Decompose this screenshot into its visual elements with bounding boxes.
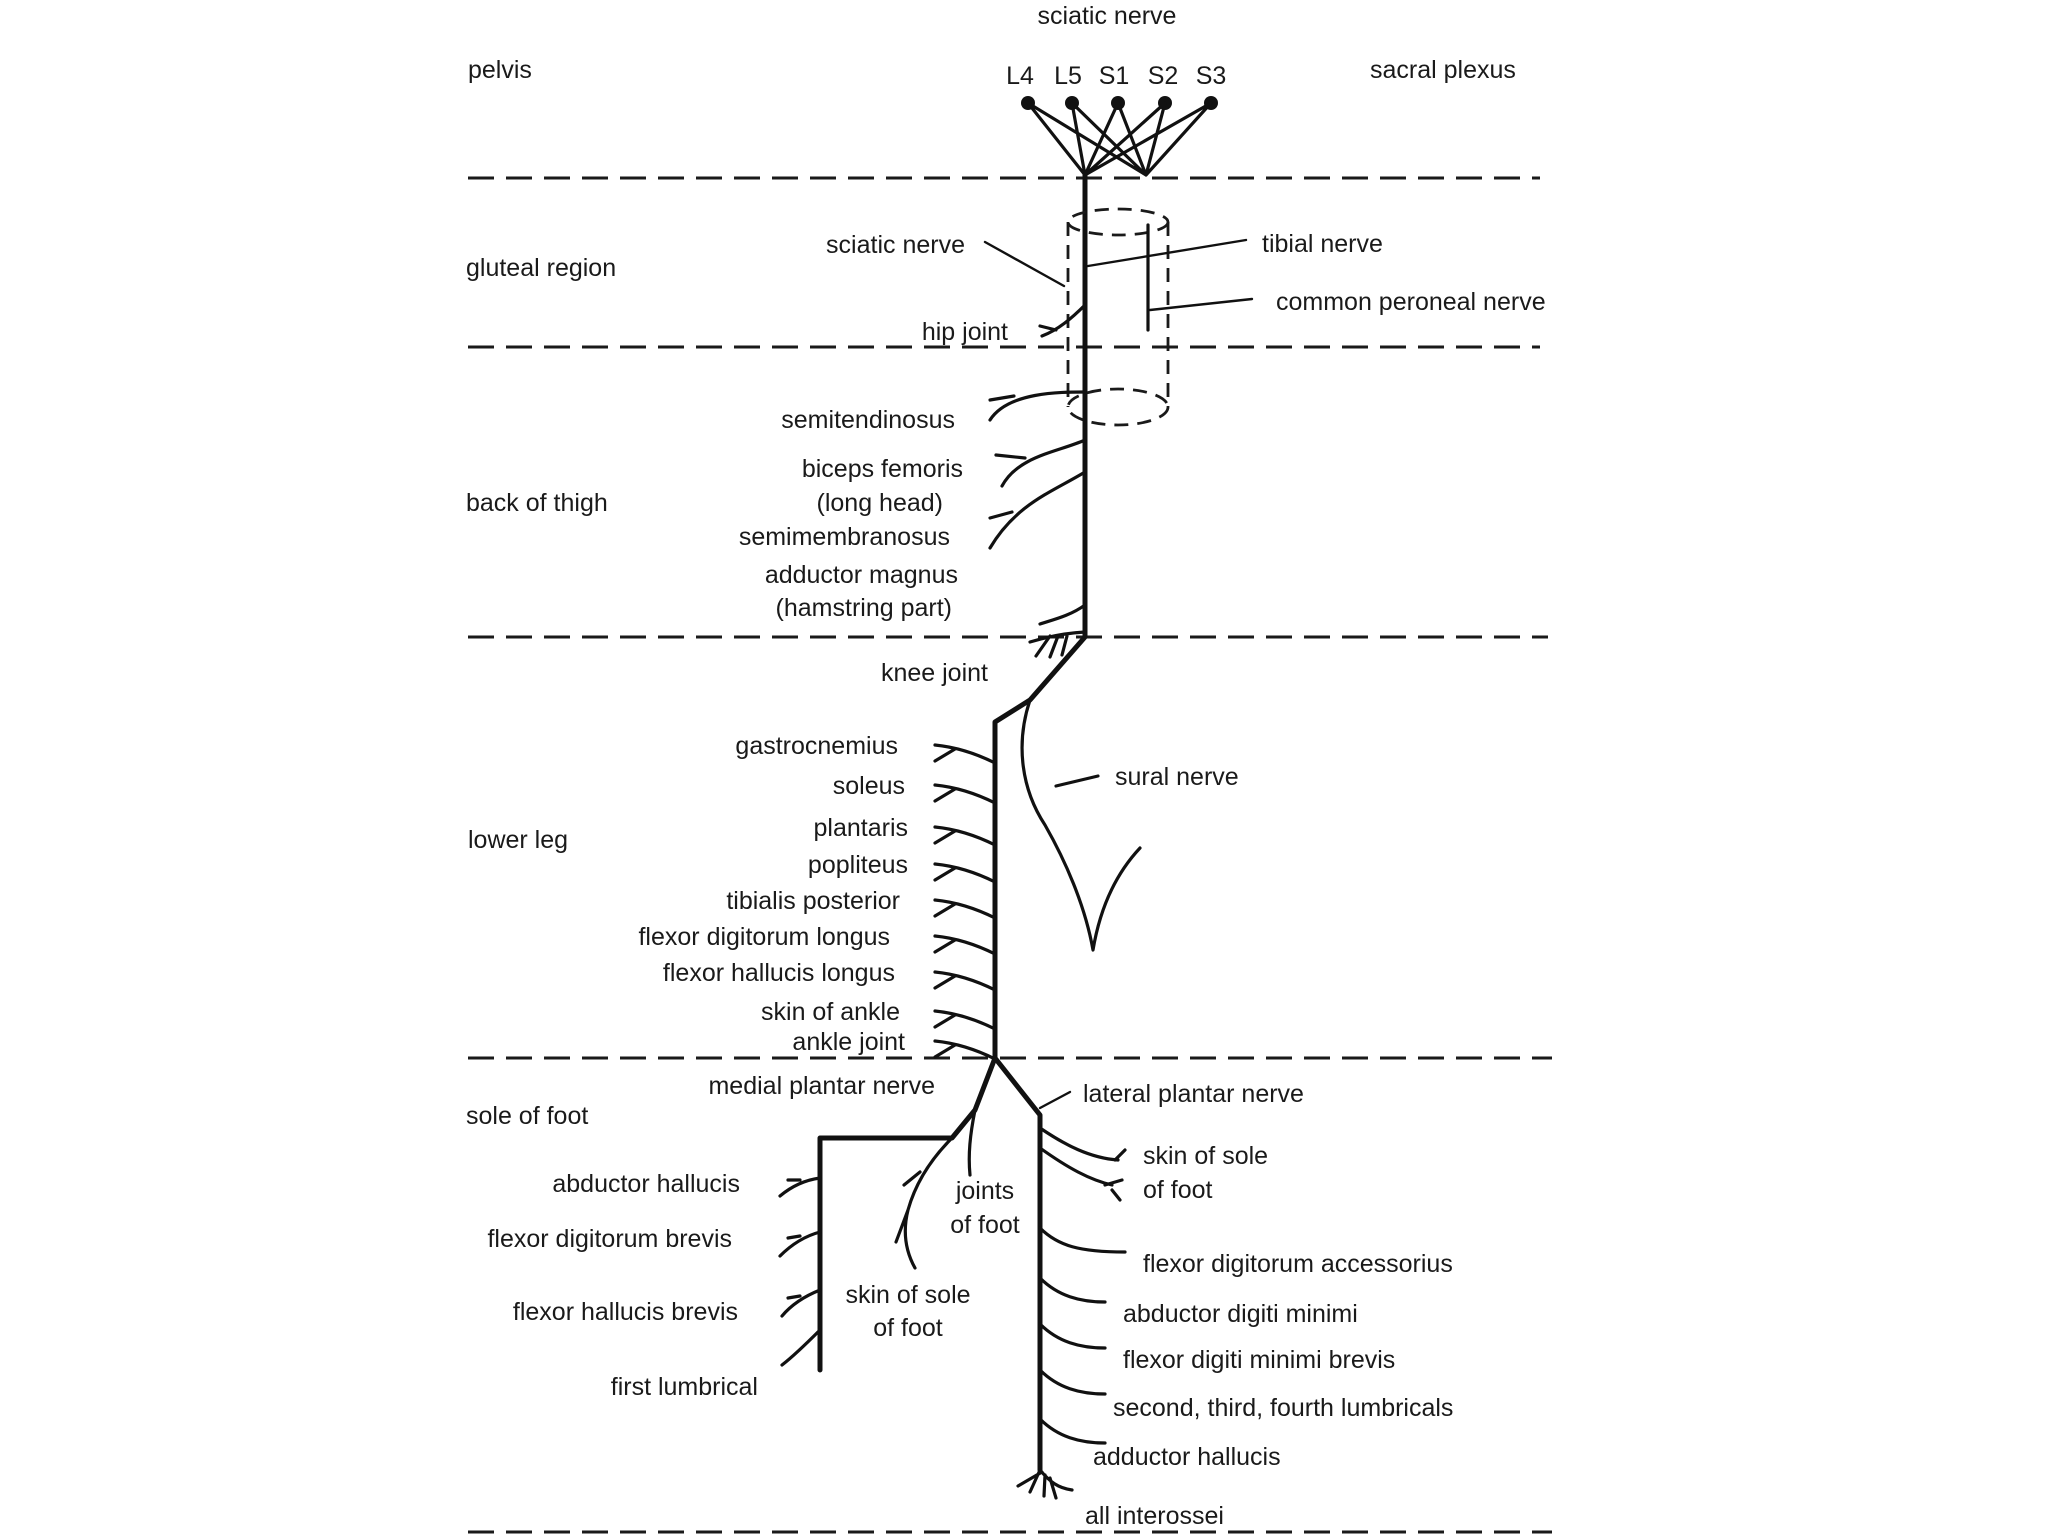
leg-branch-flexor-hallucis-longus — [933, 970, 997, 992]
label-lateral-skin-line1: skin of sole — [1143, 1142, 1268, 1170]
region-label-gluteal: gluteal region — [466, 254, 616, 282]
branch-flexor-digitorum-brevis — [778, 1230, 822, 1258]
label-flexor-digitorum-longus: flexor digitorum longus — [638, 923, 890, 951]
lateral-branch-flexor-digitorum-accessorius — [1038, 1226, 1127, 1254]
label-adductor-hallucis: adductor hallucis — [1093, 1443, 1281, 1471]
region-label-foot: sole of foot — [466, 1102, 588, 1130]
label-tibialis-posterior: tibialis posterior — [726, 887, 900, 915]
branch-flexor-hallucis-brevis — [780, 1288, 822, 1318]
lateral-plantar-trunk — [992, 1055, 1043, 1473]
lateral-plantar-branches — [1038, 1226, 1127, 1445]
label-second-third-fourth-lumbricals: second, third, fourth lumbricals — [1113, 1394, 1453, 1422]
label-flexor-digiti-minimi-brevis: flexor digiti minimi brevis — [1123, 1346, 1395, 1374]
lateral-branch-abductor-digiti-minimi — [1038, 1276, 1107, 1304]
label-skin-of-ankle: skin of ankle — [761, 998, 900, 1026]
plexus-root-lines — [1026, 101, 1213, 177]
leader-peroneal — [1148, 297, 1254, 312]
branch-biceps-femoris — [994, 438, 1087, 488]
branch-all-interossei — [1016, 1468, 1074, 1500]
lateral-plantar-nerve — [992, 1055, 1127, 1473]
label-flexor-hallucis-longus: flexor hallucis longus — [663, 959, 895, 987]
branch-first-lumbrical — [780, 1328, 822, 1367]
leg-branch-soleus — [933, 783, 997, 805]
label-plantaris: plantaris — [814, 814, 909, 842]
lateral-plantar-labels: flexor digitorum accessorius abductor dig… — [1085, 1250, 1453, 1530]
label-flexor-hallucis-brevis: flexor hallucis brevis — [513, 1298, 738, 1326]
branch-lateral-skin-of-sole — [1038, 1126, 1127, 1202]
label-semitendinosus: semitendinosus — [781, 406, 955, 434]
label-joints-of-foot-line2: of foot — [950, 1211, 1020, 1239]
lateral-branch-adductor-hallucis — [1038, 1417, 1107, 1445]
leg-branch-popliteus — [933, 862, 997, 884]
leg-branch-skin-of-ankle — [933, 1009, 997, 1031]
label-ankle-joint: ankle joint — [792, 1028, 905, 1056]
branch-abductor-hallucis — [778, 1176, 822, 1198]
label-flexor-digitorum-accessorius: flexor digitorum accessorius — [1143, 1250, 1453, 1278]
gluteal-leaders — [983, 238, 1254, 338]
sacral-plexus-label: sacral plexus — [1370, 56, 1516, 84]
label-medial-skin-line1: skin of sole — [845, 1281, 970, 1309]
sural-nerve-branch — [1020, 698, 1142, 952]
lower-leg-branches — [933, 743, 997, 1061]
label-abductor-digiti-minimi: abductor digiti minimi — [1123, 1300, 1358, 1328]
region-label-thigh: back of thigh — [466, 489, 608, 517]
region-dividers — [468, 176, 1552, 1534]
branch-semimembranosus — [988, 470, 1087, 550]
root-label-l5: L5 — [1054, 62, 1082, 90]
label-lateral-plantar-nerve: lateral plantar nerve — [1083, 1080, 1304, 1108]
root-label-s3: S3 — [1196, 62, 1227, 90]
leg-branch-tibialis-posterior — [933, 898, 997, 920]
label-tibial-nerve: tibial nerve — [1262, 230, 1383, 258]
root-label-s1: S1 — [1099, 62, 1130, 90]
label-joints-of-foot-line1: joints — [955, 1177, 1014, 1205]
label-biceps-femoris: biceps femoris — [802, 455, 963, 483]
leg-branch-plantaris — [933, 825, 997, 847]
label-semimembranosus: semimembranosus — [739, 523, 950, 551]
lateral-branch-second-third-fourth-lumbricals — [1038, 1368, 1107, 1396]
branch-semitendinosus — [988, 390, 1087, 422]
leg-branch-gastrocnemius — [933, 743, 997, 765]
lower-leg-labels: gastrocnemius soleus plantaris popliteus tib… — [638, 732, 908, 1056]
leg-branch-flexor-digitorum-longus — [933, 934, 997, 956]
leg-branch-ankle-joint — [933, 1039, 997, 1061]
sacral-plexus-roots — [1021, 96, 1218, 177]
leader-sciatic — [983, 240, 1066, 288]
label-adductor-hamstring-part: (hamstring part) — [776, 594, 952, 622]
label-common-peroneal-nerve: common peroneal nerve — [1276, 288, 1546, 316]
label-medial-plantar-nerve: medial plantar nerve — [708, 1072, 935, 1100]
region-label-pelvis: pelvis — [468, 56, 532, 84]
hip-joint-branch — [1038, 303, 1087, 338]
lateral-branch-flexor-digiti-minimi-brevis — [1038, 1322, 1107, 1350]
root-label-l4: L4 — [1006, 62, 1034, 90]
branch-knee-joint — [1028, 630, 1087, 659]
branch-medial-skin-of-sole — [894, 1136, 954, 1270]
branch-joints-of-foot — [967, 1108, 977, 1177]
branch-adductor-magnus — [1038, 603, 1087, 626]
region-label-leg: lower leg — [468, 826, 568, 854]
label-knee-joint: knee joint — [881, 659, 988, 687]
label-biceps-long-head: (long head) — [817, 489, 943, 517]
leader-lateral-plantar — [1038, 1090, 1072, 1110]
diagram-title: sciatic nerve — [1038, 2, 1177, 30]
medial-plantar-nerve — [778, 1055, 998, 1373]
label-abductor-hallucis: abductor hallucis — [552, 1170, 740, 1198]
label-soleus: soleus — [833, 772, 905, 800]
thigh-branches — [988, 390, 1087, 659]
root-label-s2: S2 — [1148, 62, 1179, 90]
label-flexor-digitorum-brevis: flexor digitorum brevis — [487, 1225, 732, 1253]
label-gastrocnemius: gastrocnemius — [735, 732, 898, 760]
label-all-interossei: all interossei — [1085, 1502, 1224, 1530]
label-sciatic-nerve: sciatic nerve — [826, 231, 965, 259]
label-adductor-magnus: adductor magnus — [765, 561, 958, 589]
sciatic-tibial-trunk — [992, 172, 1088, 1061]
label-first-lumbrical: first lumbrical — [611, 1373, 758, 1401]
label-popliteus: popliteus — [808, 851, 908, 879]
label-hip-joint: hip joint — [922, 318, 1008, 346]
label-lateral-skin-line2: of foot — [1143, 1176, 1213, 1204]
leader-tibial — [1086, 238, 1248, 268]
label-sural-nerve: sural nerve — [1115, 763, 1239, 791]
label-medial-skin-line2: of foot — [873, 1314, 943, 1342]
